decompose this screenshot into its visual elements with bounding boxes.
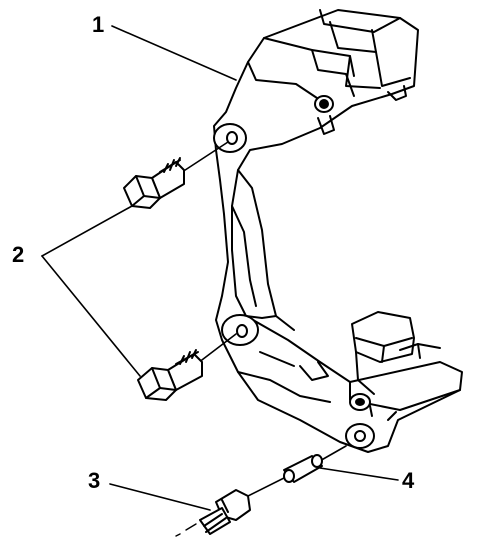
callout-3: 3 (88, 468, 101, 493)
leader-line-2-lower (41, 255, 141, 377)
mounting-bolt-icon (123, 141, 229, 209)
guide-pin-bolt-icon (175, 469, 301, 537)
leader-line-3 (109, 483, 211, 511)
callout-1: 1 (92, 12, 105, 37)
leader-line-1 (111, 25, 237, 81)
leader-lines (41, 25, 399, 511)
mounting-bolt-icon (137, 333, 237, 401)
leader-line-4 (319, 467, 399, 481)
caliper-bracket-icon (213, 9, 463, 453)
guide-pin-sleeve-icon (283, 445, 347, 483)
leader-line-2-upper (41, 205, 133, 257)
callout-2: 2 (12, 242, 25, 267)
callout-4: 4 (402, 468, 415, 493)
